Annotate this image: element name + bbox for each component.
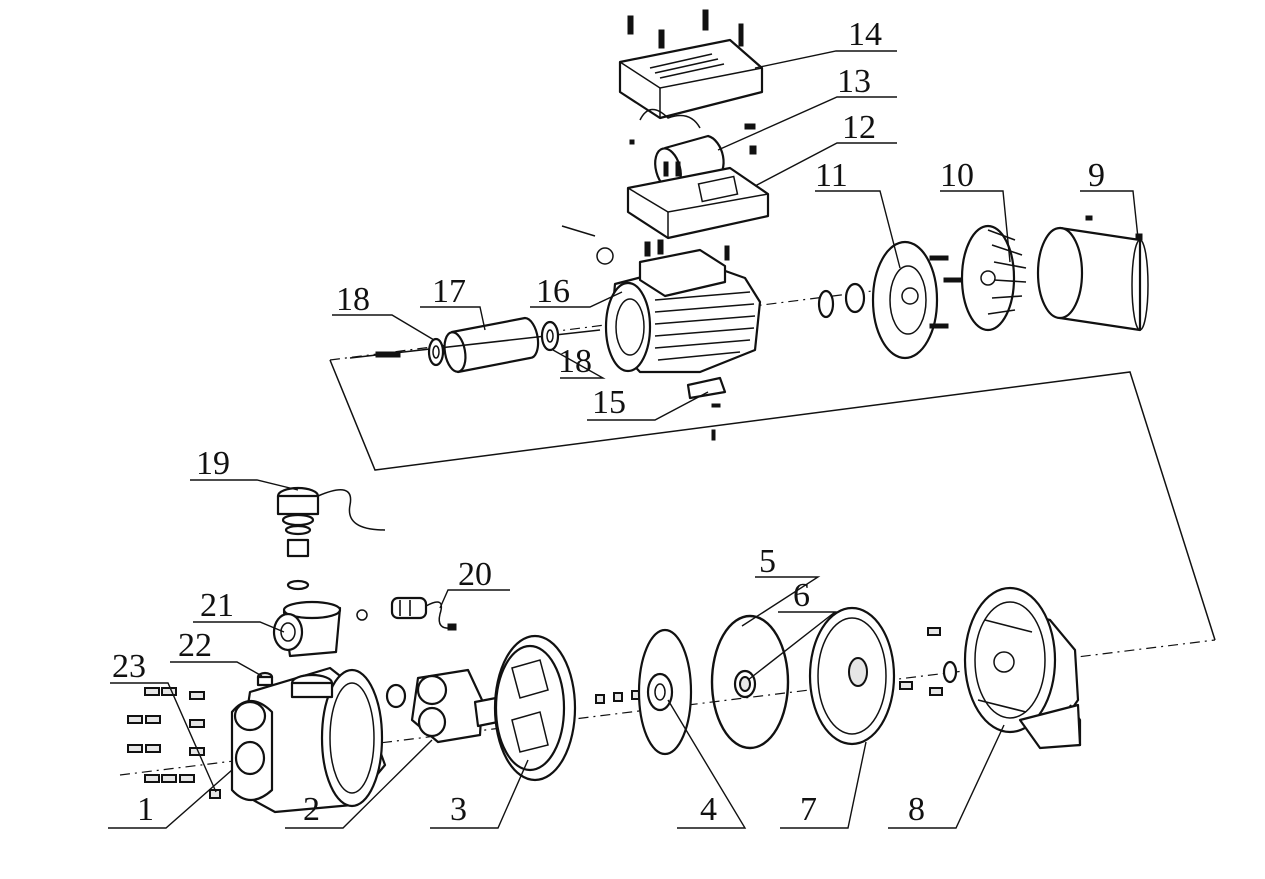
cooling-fan <box>960 224 1027 332</box>
callout-10: 10 <box>940 157 974 194</box>
o-ring <box>710 614 790 750</box>
cover-screws <box>627 9 744 49</box>
callout-8: 8 <box>908 791 925 828</box>
callout-2: 2 <box>303 791 320 828</box>
bearing-front <box>375 337 445 367</box>
callout-23: 23 <box>112 648 146 685</box>
flange-hardware <box>899 627 958 696</box>
bearing-rear <box>540 320 560 352</box>
callout-17: 17 <box>432 273 466 310</box>
callout-14: 14 <box>848 16 882 53</box>
fan-cover <box>1036 215 1149 332</box>
cover-grille <box>649 53 725 79</box>
callout-1: 1 <box>137 791 154 828</box>
callout-20: 20 <box>458 556 492 593</box>
guide-vane <box>493 634 577 782</box>
callout-6: 6 <box>793 577 810 614</box>
callout-4: 4 <box>700 791 717 828</box>
valve-stack <box>276 486 386 591</box>
callout-leaders <box>108 50 1139 829</box>
impeller <box>637 628 693 756</box>
terminal-box-cover <box>618 9 764 120</box>
drain-plug <box>256 671 274 687</box>
callout-5: 5 <box>759 543 776 580</box>
casing-bolts <box>127 687 221 799</box>
callout-18b: 18 <box>558 343 592 380</box>
seal-plate <box>808 606 896 746</box>
mechanical-seal <box>733 669 757 699</box>
valve-body <box>272 600 342 658</box>
callout-22: 22 <box>178 627 212 664</box>
callout-16: 16 <box>536 273 570 310</box>
callout-12: 12 <box>842 109 876 146</box>
motor-flange <box>963 586 1082 750</box>
callout-19: 19 <box>196 445 230 482</box>
callout-15: 15 <box>592 384 626 421</box>
callout-3: 3 <box>450 791 467 828</box>
motor-fins <box>654 291 756 361</box>
sensor <box>356 596 457 631</box>
fan-blades <box>987 229 1027 315</box>
pump-casing <box>230 666 387 814</box>
motor-rear-rings <box>817 282 866 319</box>
terminal-box-base <box>626 161 770 240</box>
motor-foot <box>686 376 727 441</box>
rear-end-shield <box>871 240 963 360</box>
callout-11: 11 <box>815 157 848 194</box>
ejector <box>385 668 500 744</box>
callout-21: 21 <box>200 587 234 624</box>
callout-13: 13 <box>837 63 871 100</box>
callout-7: 7 <box>800 791 817 828</box>
callout-18a: 18 <box>336 281 370 318</box>
motor-housing <box>561 225 762 374</box>
spacer-nuts <box>595 690 641 704</box>
callout-9: 9 <box>1088 157 1105 194</box>
callout-labels: 1 2 3 4 5 6 7 8 9 10 11 12 13 14 15 16 1… <box>112 16 1105 828</box>
